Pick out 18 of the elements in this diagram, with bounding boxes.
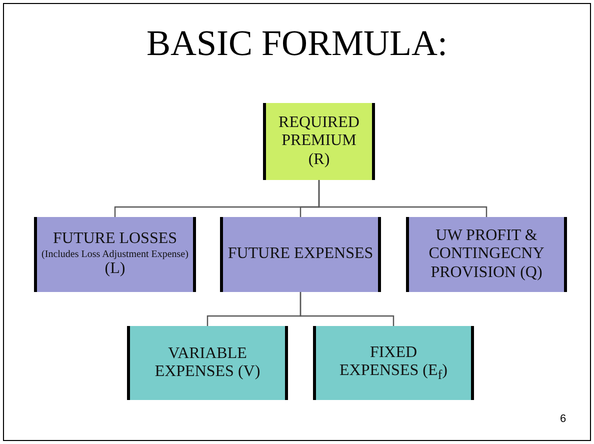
page-number: 6 bbox=[560, 413, 566, 425]
box-label: VARIABLE EXPENSES (V) bbox=[154, 344, 262, 382]
connector-line bbox=[300, 292, 394, 326]
note-text: (Includes Loss Adjustment Expense) bbox=[40, 248, 190, 260]
box-label: (L) bbox=[104, 260, 126, 279]
box-label: FUTURE LOSSES bbox=[52, 230, 178, 249]
box-label: FUTURE EXPENSES bbox=[226, 245, 374, 264]
box-label: REQUIRED PREMIUM (R) bbox=[278, 114, 360, 170]
component-box bbox=[34, 217, 196, 292]
slide-title: BASIC FORMULA: bbox=[145, 22, 449, 64]
component-box bbox=[406, 217, 567, 292]
component-box bbox=[220, 217, 381, 292]
box-label: UW PROFIT & CONTINGECNY PROVISION (Q) bbox=[428, 226, 546, 282]
connector-line bbox=[318, 180, 488, 217]
result-box bbox=[263, 103, 375, 180]
sub-component-box bbox=[313, 326, 474, 400]
box-label: FIXED EXPENSES (E$_{f}$) bbox=[338, 344, 448, 382]
sub-component-box bbox=[127, 326, 288, 400]
